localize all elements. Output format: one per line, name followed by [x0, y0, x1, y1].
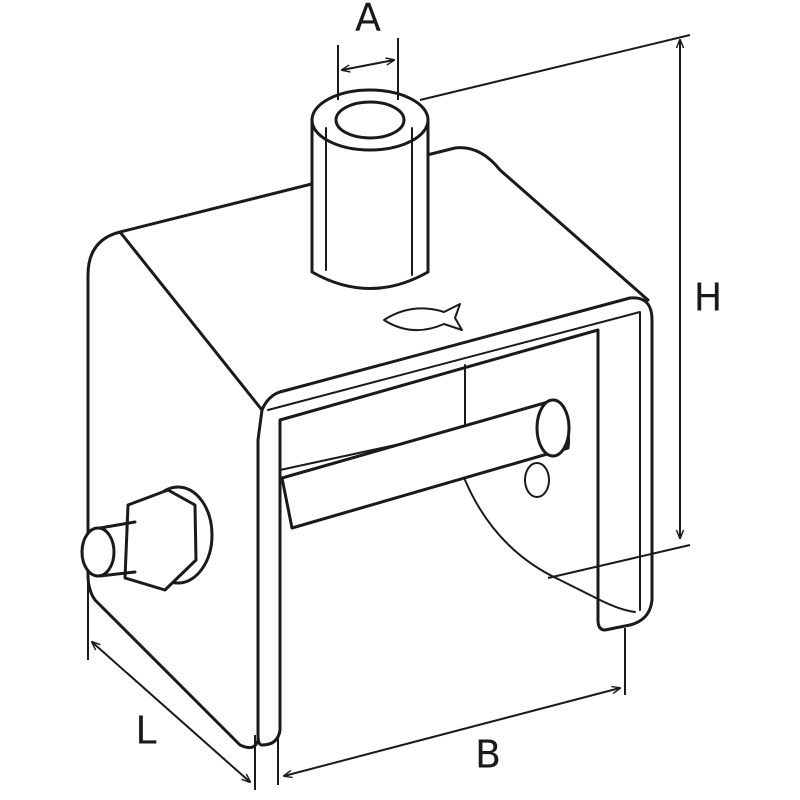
- fish-logo-icon: [383, 303, 463, 332]
- nut: [123, 488, 198, 592]
- dimension-label-l: L: [135, 709, 156, 753]
- tube-bore: [334, 100, 406, 140]
- pin-hole: [524, 462, 550, 498]
- front-frame: [256, 296, 654, 747]
- dimension-label-h: H: [694, 276, 723, 320]
- bolt-head: [80, 526, 116, 578]
- frame-inner-edge: [267, 311, 641, 611]
- pin: [280, 400, 571, 530]
- dimension-label-a: A: [355, 0, 381, 40]
- tube-post: [310, 88, 430, 290]
- tube-shading: [325, 127, 413, 276]
- dim-b-arrow: [284, 688, 620, 776]
- dim-a-arrow: [342, 60, 394, 70]
- dimension-lines: [87, 34, 691, 790]
- bracket-body: [80, 146, 654, 750]
- dimension-label-b: B: [475, 733, 501, 777]
- bolt-shank: [98, 520, 137, 578]
- inner-right-cheek: [464, 364, 636, 613]
- pin-end: [535, 398, 571, 458]
- dim-l-arrow: [92, 642, 250, 782]
- tube-wall: [310, 118, 430, 290]
